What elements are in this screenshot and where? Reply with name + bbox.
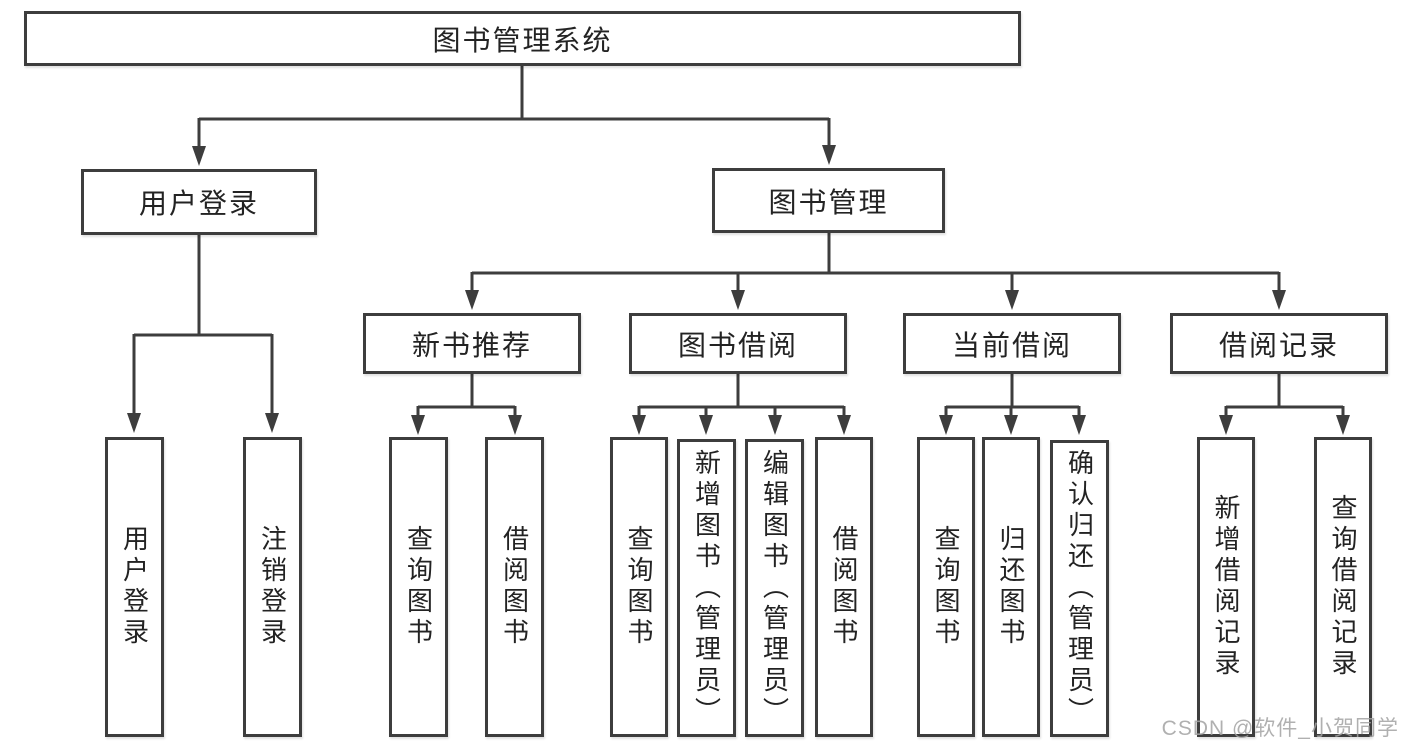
- leaf-borrowing-query-books-label: 查询图书: [624, 525, 654, 649]
- leaf-borrowing-edit-books-admin: 编辑图书（管理员）: [745, 439, 804, 737]
- leaf-records-query-record: 查询借阅记录: [1314, 437, 1372, 737]
- node-new-book-recommend: 新书推荐: [363, 313, 581, 374]
- leaf-records-add-record-label: 新增借阅记录: [1211, 494, 1241, 680]
- node-new-book-recommend-label: 新书推荐: [411, 329, 532, 361]
- node-book-borrowing: 图书借阅: [629, 313, 847, 374]
- leaf-current-return-books: 归还图书: [982, 437, 1040, 737]
- leaf-newbook-query-books-label: 查询图书: [403, 525, 434, 649]
- node-root-label: 图书管理系统: [432, 24, 613, 56]
- watermark: CSDN @软件_小贺同学: [1161, 717, 1399, 740]
- leaf-records-query-record-label: 查询借阅记录: [1328, 494, 1358, 680]
- leaf-current-return-books-label: 归还图书: [996, 525, 1026, 649]
- leaf-current-confirm-return-admin: 确认归还（管理员）: [1050, 440, 1109, 737]
- leaf-borrowing-query-books: 查询图书: [610, 437, 668, 737]
- leaf-user-login-label: 用户登录: [119, 525, 150, 649]
- node-user-login: 用户登录: [81, 169, 317, 235]
- node-user-login-label: 用户登录: [138, 188, 259, 219]
- leaf-borrowing-add-books-admin-label: 新增图书（管理员）: [691, 448, 722, 728]
- leaf-newbook-query-books: 查询图书: [389, 437, 448, 737]
- leaf-current-query-books-label: 查询图书: [931, 525, 961, 649]
- leaf-newbook-borrow-books: 借阅图书: [485, 437, 544, 737]
- leaf-logout: 注销登录: [243, 437, 302, 737]
- leaf-borrowing-add-books-admin: 新增图书（管理员）: [677, 439, 736, 737]
- leaf-newbook-borrow-books-label: 借阅图书: [499, 525, 530, 649]
- node-borrowing-records-label: 借阅记录: [1218, 329, 1339, 361]
- leaf-user-login: 用户登录: [105, 437, 164, 737]
- leaf-records-add-record: 新增借阅记录: [1197, 437, 1255, 737]
- leaf-borrowing-edit-books-admin-label: 编辑图书（管理员）: [759, 448, 790, 728]
- leaf-current-query-books: 查询图书: [917, 437, 975, 737]
- node-borrowing-records: 借阅记录: [1170, 313, 1388, 374]
- node-current-borrowing: 当前借阅: [903, 313, 1121, 374]
- leaf-current-confirm-return-admin-label: 确认归还（管理员）: [1064, 449, 1095, 728]
- node-book-management: 图书管理: [712, 168, 945, 233]
- leaf-borrowing-borrow-books-label: 借阅图书: [829, 525, 859, 649]
- node-root: 图书管理系统: [24, 11, 1021, 66]
- node-current-borrowing-label: 当前借阅: [951, 329, 1072, 361]
- node-book-management-label: 图书管理: [768, 186, 889, 218]
- leaf-borrowing-borrow-books: 借阅图书: [815, 437, 873, 737]
- node-book-borrowing-label: 图书借阅: [677, 329, 798, 361]
- leaf-logout-label: 注销登录: [257, 525, 288, 649]
